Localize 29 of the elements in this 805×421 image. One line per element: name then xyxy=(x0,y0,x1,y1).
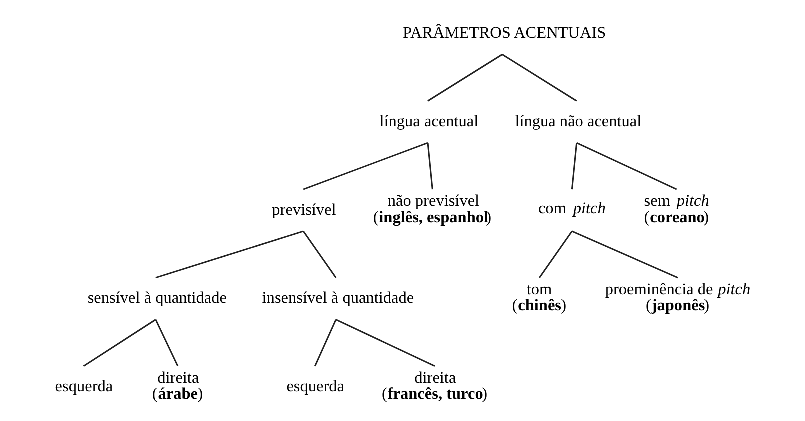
connector xyxy=(302,142,428,190)
connector xyxy=(427,54,502,102)
node-text: insensível à quantidade xyxy=(262,288,414,308)
connector xyxy=(426,142,433,190)
connector xyxy=(302,231,336,278)
connector xyxy=(571,230,678,279)
node-text: esquerda xyxy=(286,376,344,396)
node-text: direita (árabe) xyxy=(152,368,203,404)
connector xyxy=(154,319,178,367)
connector xyxy=(502,54,577,102)
node-text: proeminência de pitch (japonês) xyxy=(604,279,750,315)
connector xyxy=(538,231,572,278)
node-text: sem pitch (coreano) xyxy=(644,191,709,226)
node-text: tom (chinês) xyxy=(512,279,566,315)
connector xyxy=(155,230,304,279)
connector xyxy=(570,142,578,190)
connector xyxy=(576,142,677,190)
node-text: não previsível (inglês, espanhol) xyxy=(372,191,492,226)
connector xyxy=(314,320,336,367)
node-text: PARÂMETROS ACENTUAIS xyxy=(402,23,606,42)
node-text: língua não acentual xyxy=(514,111,642,130)
connector xyxy=(82,319,156,367)
node-text: esquerda xyxy=(54,376,113,396)
node-text: com pitch xyxy=(538,198,606,218)
connector xyxy=(335,319,435,367)
node-text: sensível à quantidade xyxy=(87,288,226,308)
node-text: previsível xyxy=(272,200,336,219)
node-text: língua acentual xyxy=(379,111,478,130)
node-text: direita (francês, turco) xyxy=(382,368,487,404)
